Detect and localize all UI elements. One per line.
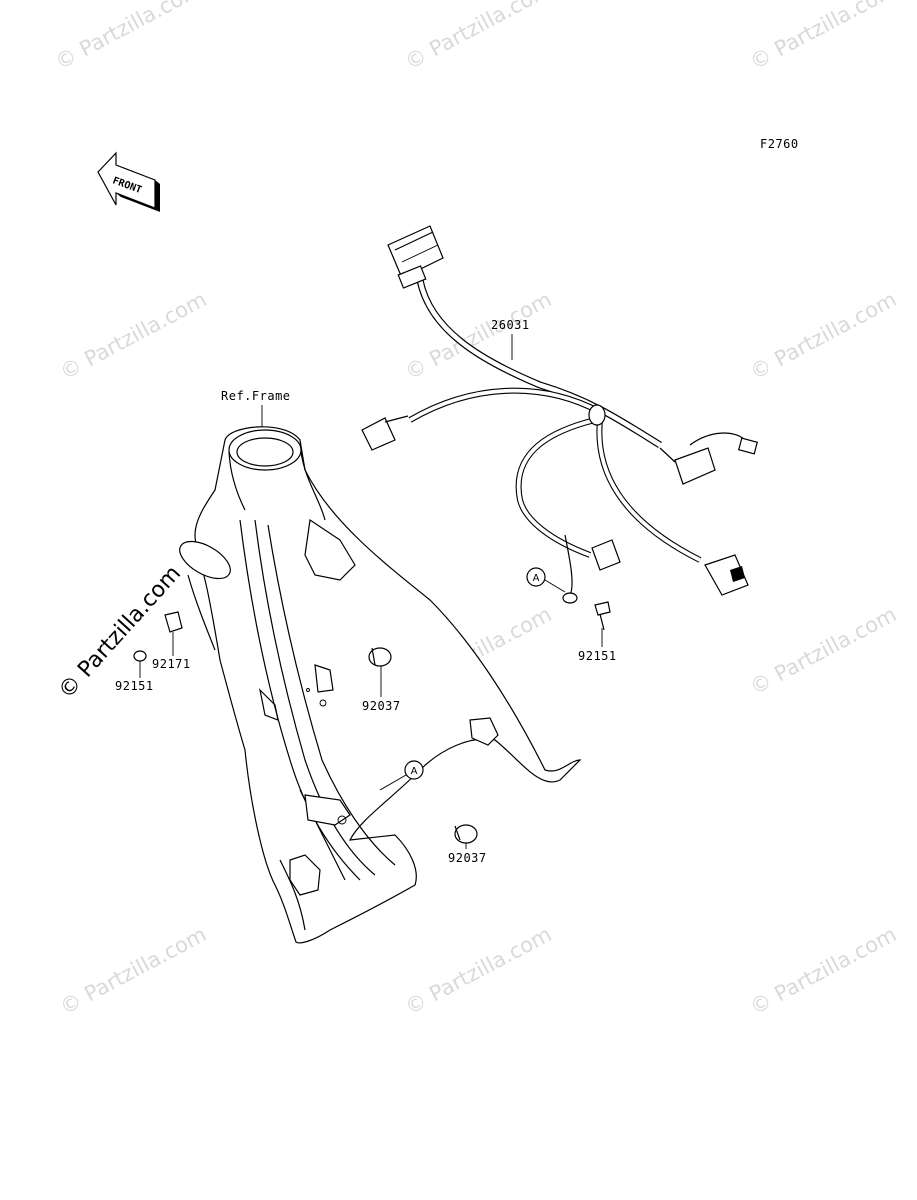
watermark-text: © Partzilla.com [401, 0, 555, 74]
watermark-text: © Partzilla.com [401, 922, 555, 1019]
watermark-text: © Partzilla.com [746, 0, 900, 74]
part-number-26031: 26031 [491, 318, 530, 332]
part-number-92151-left: 92151 [115, 679, 154, 693]
front-arrow-icon: FRONT [97, 151, 160, 212]
callout-letter: A [411, 766, 418, 777]
clamp-92037-upper [368, 647, 392, 667]
wiring-harness-26031 [361, 225, 759, 604]
watermark-text: © Partzilla.com [746, 602, 900, 699]
watermark-layer: © Partzilla.com © Partzilla.com © Partzi… [51, 0, 900, 1019]
watermark-text: © Partzilla.com [746, 287, 900, 384]
figure-code: F2760 [760, 137, 799, 151]
ref-frame-label: Ref.Frame [221, 389, 291, 403]
part-number-92037-lower: 92037 [448, 851, 487, 865]
watermark-text: © Partzilla.com [56, 287, 210, 384]
clamp-92037-lower [454, 824, 478, 844]
watermark-text: © Partzilla.com [56, 922, 210, 1019]
watermark-text: © Partzilla.com [746, 922, 900, 1019]
part-number-92037-upper: 92037 [362, 699, 401, 713]
callout-a-lower: A [379, 760, 424, 791]
bolt-92151-left [133, 650, 147, 662]
bracket-92171 [164, 611, 183, 633]
part-number-92171: 92171 [152, 657, 191, 671]
bolt-92151-upper [594, 601, 611, 631]
callout-a-upper: A [526, 567, 566, 593]
frame-drawing [179, 426, 582, 944]
callout-letter: A [533, 573, 540, 584]
part-number-92151-upper: 92151 [578, 649, 617, 663]
watermark-text: © Partzilla.com [51, 0, 205, 74]
